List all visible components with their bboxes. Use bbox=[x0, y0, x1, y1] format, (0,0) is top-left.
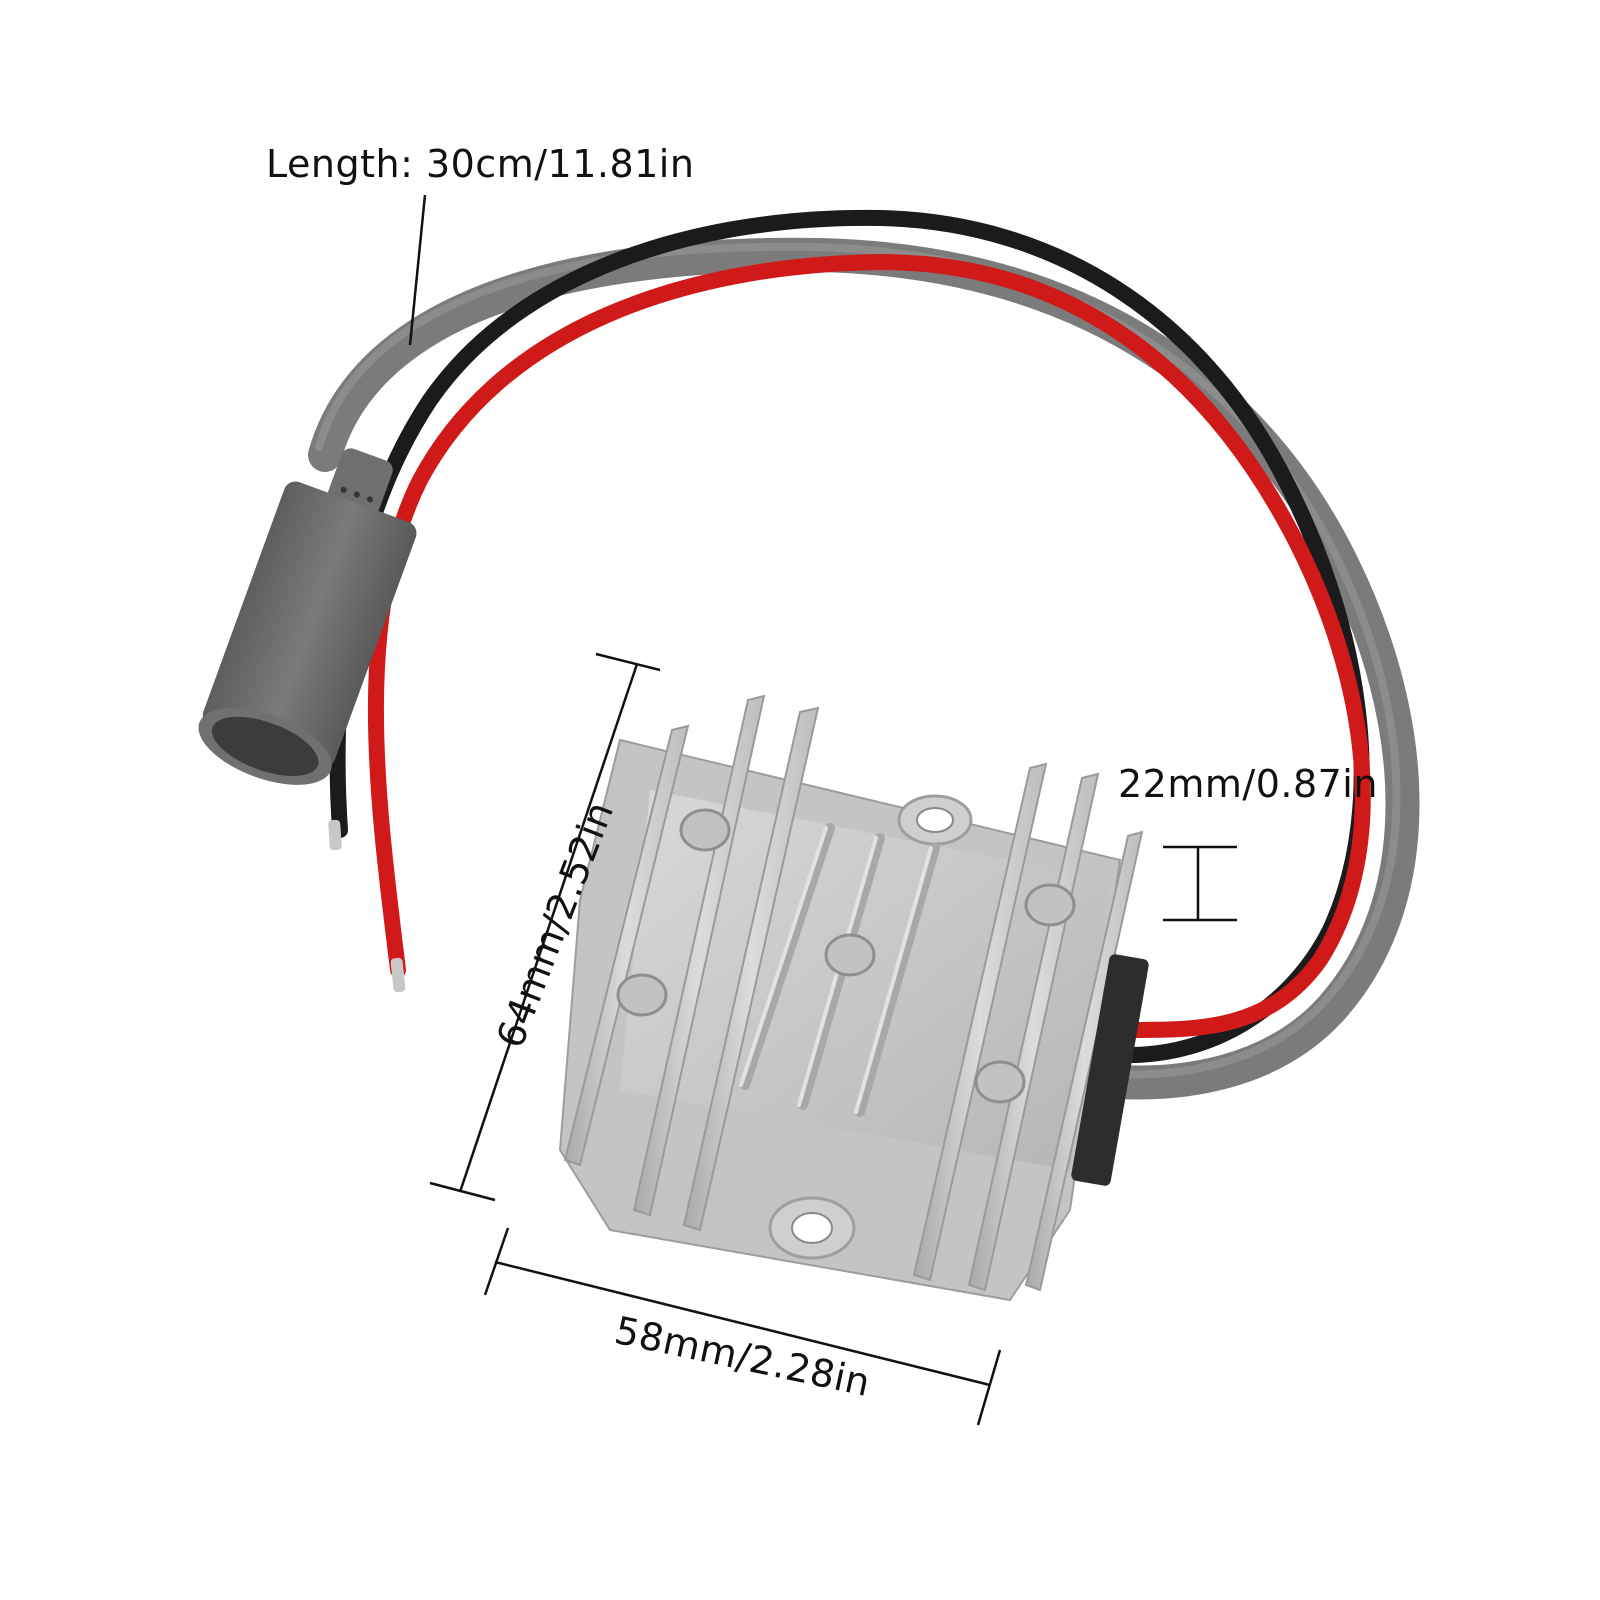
width-dimension-line bbox=[494, 1260, 991, 1387]
red-wire-tip bbox=[390, 957, 406, 993]
heatsink-module bbox=[558, 694, 1149, 1302]
mount-hole-top bbox=[897, 794, 973, 846]
black-wire-tip bbox=[328, 819, 342, 851]
heatsink-fins bbox=[563, 694, 1144, 1292]
side-dimension-line bbox=[458, 663, 639, 1193]
barrel-connector bbox=[198, 448, 417, 785]
rivet-bosses bbox=[616, 808, 1076, 1104]
mount-hole-bottom bbox=[768, 1196, 856, 1260]
cable-grommet bbox=[1071, 954, 1149, 1186]
cable-length-label: Length: 30cm/11.81in bbox=[266, 142, 695, 186]
module-height-label: 22mm/0.87in bbox=[1118, 762, 1378, 806]
dimension-lines bbox=[408, 194, 1237, 1426]
length-leader-line bbox=[408, 194, 427, 346]
